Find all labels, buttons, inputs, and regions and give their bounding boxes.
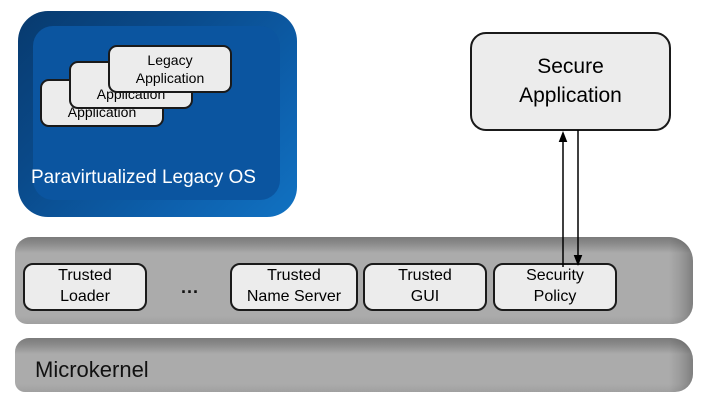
ipc-arrows bbox=[558, 130, 583, 267]
trusted-name-server-box: Trusted Name Server bbox=[230, 263, 358, 311]
legacy-application-box: Legacy Application bbox=[108, 45, 232, 93]
up-arrow-icon bbox=[558, 131, 568, 267]
ellipsis-label: ... bbox=[180, 276, 199, 297]
microkernel-bar: Microkernel bbox=[15, 338, 693, 392]
microkernel-label: Microkernel bbox=[35, 356, 149, 382]
trusted-loader-box: Trusted Loader bbox=[23, 263, 147, 311]
trusted-gui-box: Trusted GUI bbox=[363, 263, 487, 311]
legacy-os-label: Paravirtualized Legacy OS bbox=[31, 167, 256, 188]
security-policy-box: Security Policy bbox=[493, 263, 617, 311]
down-arrow-icon bbox=[573, 130, 583, 266]
legacy-os-box: Legacy Application Legacy Application Le… bbox=[18, 11, 297, 217]
secure-application-box: Secure Application bbox=[470, 32, 671, 131]
